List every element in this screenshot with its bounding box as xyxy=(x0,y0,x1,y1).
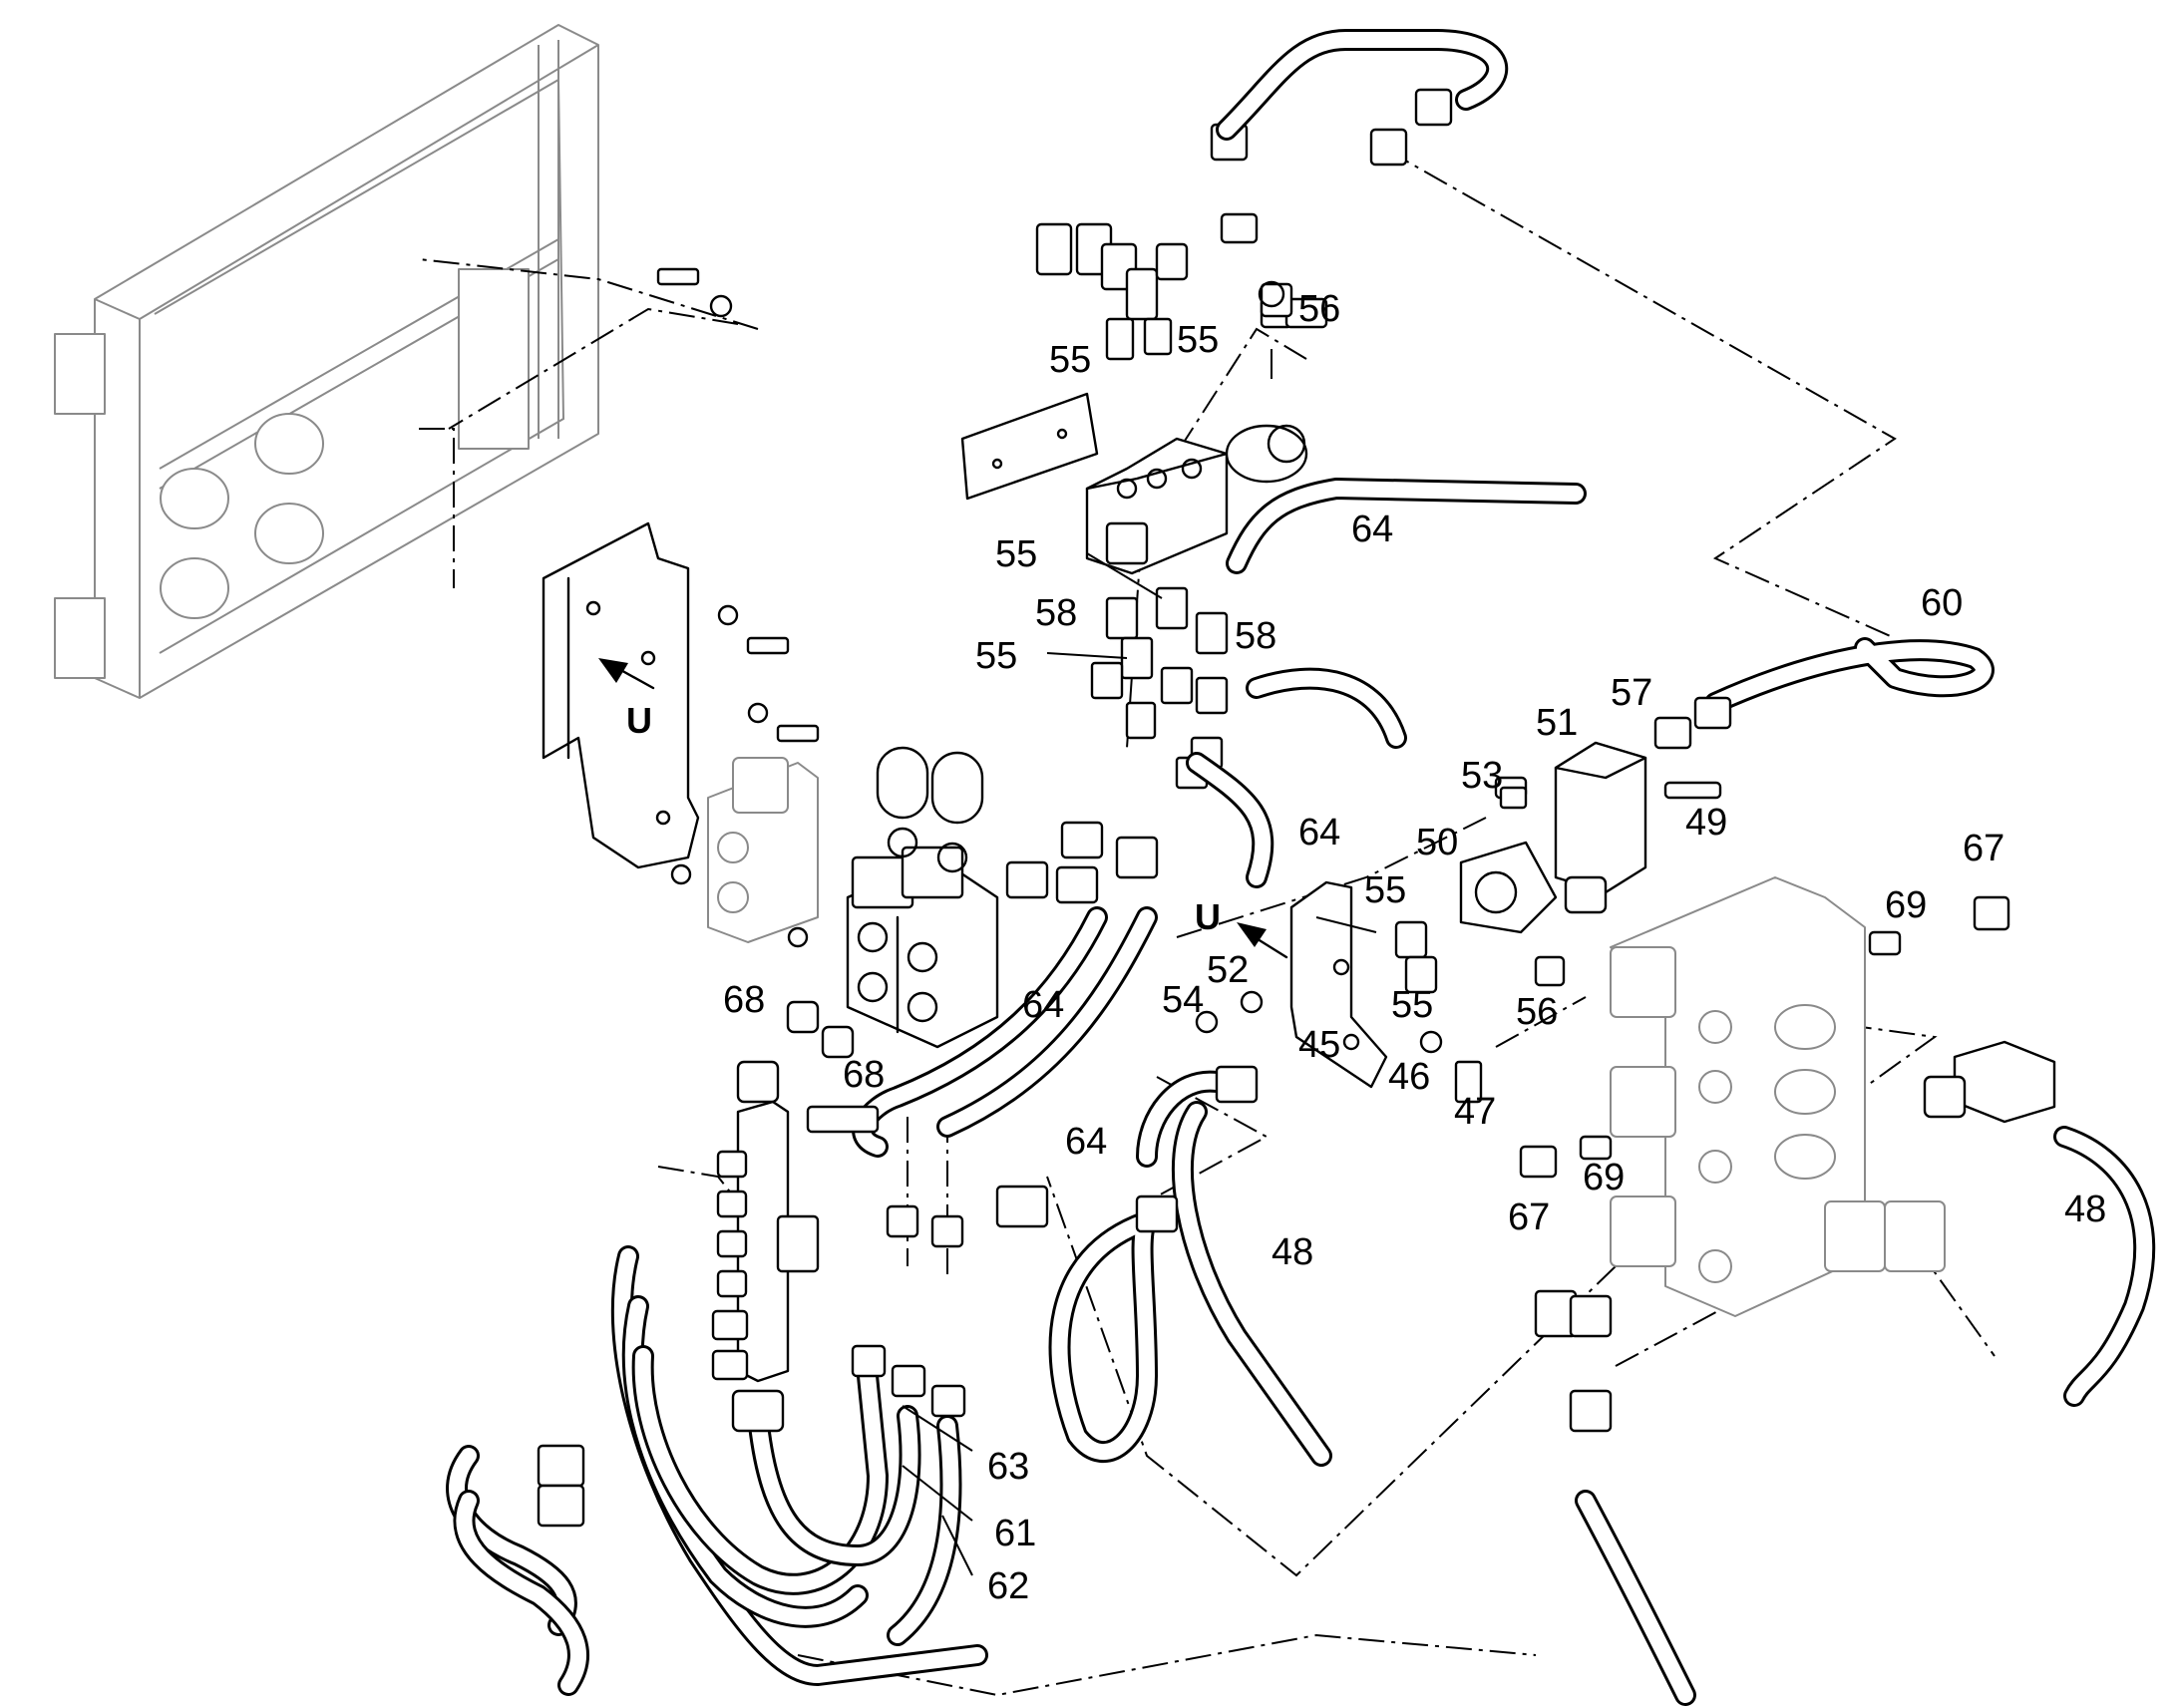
small-hardware xyxy=(656,267,1528,1104)
callout-68-upper: 68 xyxy=(723,979,765,1021)
ghost-valve-bank xyxy=(1519,876,2056,1433)
callout-45: 45 xyxy=(1298,1024,1340,1066)
callout-58-right: 58 xyxy=(1235,615,1276,657)
callout-57: 57 xyxy=(1611,672,1652,714)
callout-68-lower: 68 xyxy=(843,1054,885,1096)
callout-64-left-lower: 64 xyxy=(1065,1121,1107,1163)
callout-51: 51 xyxy=(1536,702,1578,744)
callout-62: 62 xyxy=(987,1565,1029,1607)
callout-60: 60 xyxy=(1921,582,1963,624)
callout-63: 63 xyxy=(987,1446,1029,1488)
upper-valve-manifold xyxy=(960,392,1308,575)
callout-47: 47 xyxy=(1454,1091,1496,1133)
callout-labels: 56 55 55 64 55 58 58 55 60 57 51 53 49 5… xyxy=(723,288,2106,1607)
callout-54: 54 xyxy=(1162,979,1204,1021)
callout-55-top-right: 55 xyxy=(1177,319,1219,361)
right-bracket xyxy=(1237,880,1388,1089)
callout-58-left: 58 xyxy=(1035,592,1077,634)
callout-55-top-left: 55 xyxy=(1049,339,1091,381)
callout-56-top: 56 xyxy=(1298,288,1340,330)
direction-label-u-right: U xyxy=(1195,896,1221,937)
callout-48-center: 48 xyxy=(1272,1231,1313,1273)
mounting-frame xyxy=(54,24,599,699)
callout-55-right-upper: 55 xyxy=(1364,869,1406,911)
ghost-valve-block xyxy=(707,757,819,943)
callout-leaders xyxy=(902,349,1377,1576)
callout-53: 53 xyxy=(1461,755,1503,797)
callout-55-mid-upper: 55 xyxy=(995,533,1037,575)
callout-56-right: 56 xyxy=(1516,991,1558,1033)
callout-69-top: 69 xyxy=(1885,884,1927,926)
callout-64-top: 64 xyxy=(1351,509,1393,550)
callout-50: 50 xyxy=(1416,822,1458,863)
mounting-bracket-plate xyxy=(542,521,700,869)
callout-55-mid-lower: 55 xyxy=(975,635,1017,677)
callout-67-bottom: 67 xyxy=(1508,1196,1550,1238)
callout-48-right: 48 xyxy=(2064,1189,2106,1230)
callout-61: 61 xyxy=(994,1513,1036,1554)
direction-label-u-bracket: U xyxy=(626,700,652,741)
distribution-manifold-rail xyxy=(537,1060,820,1528)
callout-67-top: 67 xyxy=(1963,828,2004,869)
callout-64-left-upper: 64 xyxy=(1022,984,1064,1026)
callout-46: 46 xyxy=(1388,1056,1430,1098)
callout-49: 49 xyxy=(1685,802,1727,844)
directional-valve-block xyxy=(786,746,999,1059)
center-fittings xyxy=(806,821,1259,1418)
hydraulic-hoses xyxy=(446,29,2156,1706)
callout-55-right-lower: 55 xyxy=(1391,984,1433,1026)
callout-52: 52 xyxy=(1207,949,1249,991)
callout-64-center: 64 xyxy=(1298,812,1340,854)
callout-69-bottom: 69 xyxy=(1583,1157,1625,1198)
